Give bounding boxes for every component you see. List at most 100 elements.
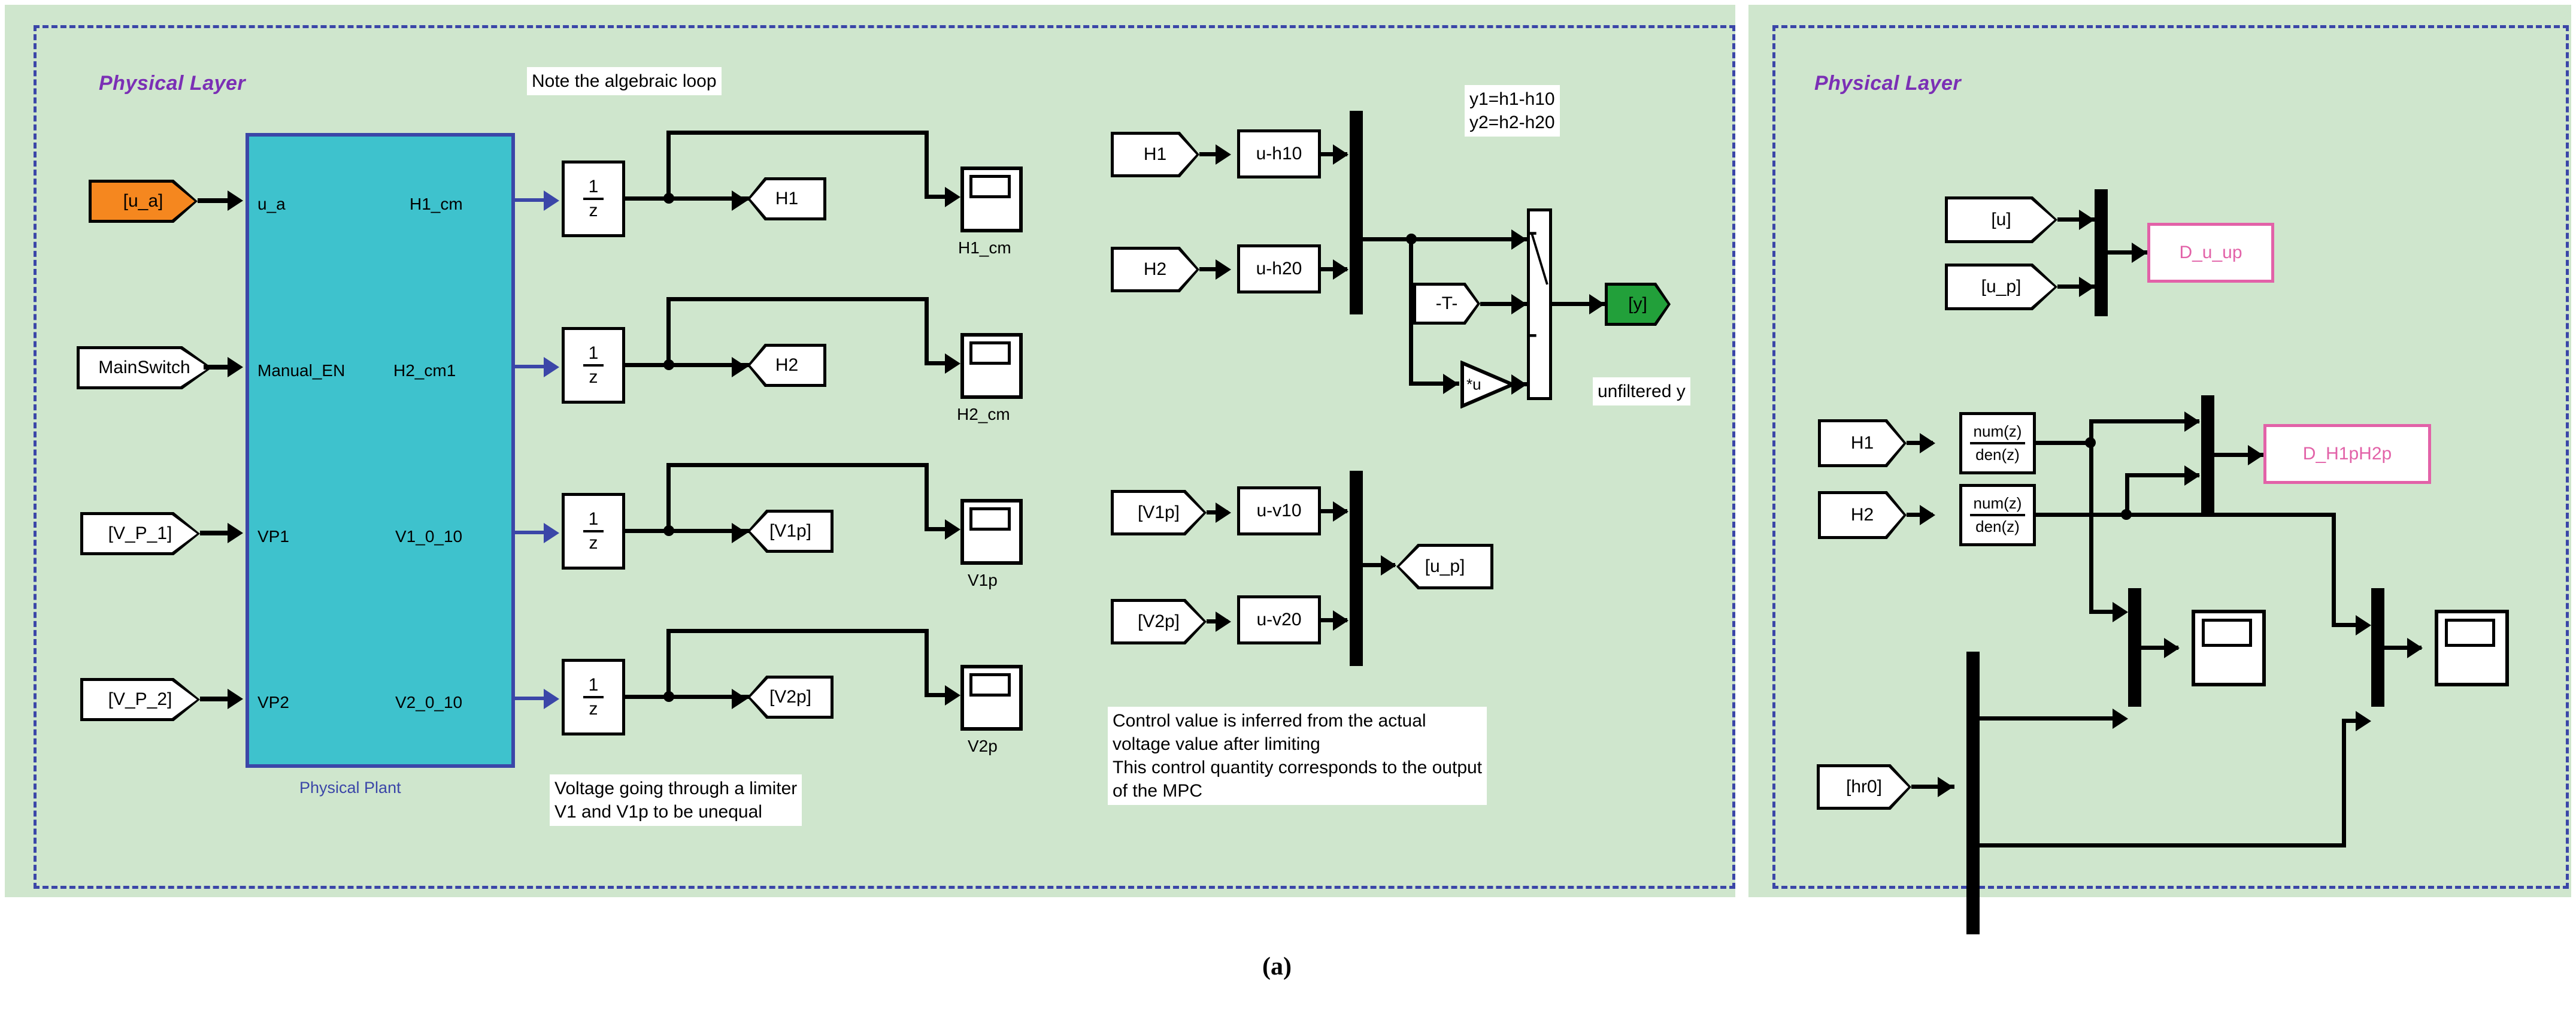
filter-block-h1-den: den(z) (1975, 446, 2020, 464)
wire-filter-h2-up (2125, 473, 2129, 515)
unit-delay-v1-den: z (589, 533, 598, 553)
scope-h2-cm[interactable] (960, 333, 1023, 399)
arrow-v1p-to-uv10 (1216, 503, 1231, 523)
wire-mux-out-h (1363, 237, 1535, 241)
wire-filter-h1-down (2089, 441, 2093, 613)
scope-h1-cm[interactable] (960, 167, 1023, 232)
mux-u-up[interactable] (2095, 189, 2108, 316)
wire-mainswitch (204, 365, 235, 370)
physical-plant-subsystem[interactable] (246, 133, 515, 768)
from-tag-v-p-1[interactable]: [V_P_1] (80, 512, 200, 555)
from-tag-v-p-2[interactable]: [V_P_2] (80, 678, 200, 721)
goto-tag-h1-label: H1 (750, 180, 823, 217)
arrow-u-a (228, 190, 243, 211)
unit-delay-v1-num: 1 (588, 509, 599, 529)
from-tag-hr0[interactable]: [hr0] (1817, 764, 1911, 810)
goto-tag-v1p[interactable]: [V1p] (747, 510, 834, 553)
arrow-switch-in3 (1511, 374, 1527, 395)
wire-mux-to-d-h1ph2p (2214, 453, 2265, 457)
arrow-hr0-branch-upper (2113, 709, 2128, 729)
scope-left-lower[interactable] (2192, 610, 2266, 686)
plant-output-port-h2-cm1: H2_cm1 (393, 361, 456, 380)
unit-delay-h2[interactable]: 1 z (562, 327, 625, 404)
plant-output-port-h1-cm: H1_cm (410, 195, 463, 213)
arrow-h1-to-uh10 (1216, 144, 1231, 165)
from-tag-mainswitch[interactable]: MainSwitch (77, 346, 212, 389)
scope-right-lower-screen (2445, 619, 2496, 647)
offset-block-u-v10[interactable]: u-v10 (1237, 486, 1321, 535)
from-tag-h2-right[interactable]: H2 (1818, 491, 1907, 539)
unit-delay-v1[interactable]: 1 z (562, 493, 625, 570)
wire-h2-feedback-across (666, 297, 929, 301)
filter-block-h2[interactable]: num(z) den(z) (1959, 484, 2036, 546)
from-tag-h2-right-label: H2 (1821, 494, 1904, 536)
plant-input-port-manual-en: Manual_EN (257, 361, 346, 380)
goto-tag-h2[interactable]: H2 (747, 344, 826, 387)
from-tag-u-p-right[interactable]: [u_p] (1945, 264, 2057, 310)
from-tag-h1-right[interactable]: H1 (1818, 419, 1907, 467)
dest-block-d-h1ph2p[interactable]: D_H1pH2p (2263, 424, 2431, 484)
dest-block-d-u-up[interactable]: D_u_up (2147, 223, 2274, 283)
mux-scope-right[interactable] (2371, 588, 2384, 707)
arrow-d-h1ph2p (2248, 445, 2263, 465)
arrow-v1-goto (732, 523, 747, 543)
mux-scope-left[interactable] (2128, 588, 2141, 707)
from-tag-v-p-2-label: [V_P_2] (83, 681, 197, 718)
scope-v2p-screen (969, 673, 1011, 697)
scope-right-lower[interactable] (2435, 610, 2509, 686)
from-tag-h2-output[interactable]: H2 (1111, 247, 1199, 292)
switch-block[interactable] (1527, 208, 1552, 400)
wire-v1-to-scope (925, 527, 956, 531)
scope-v1p[interactable] (960, 499, 1023, 565)
wire-mux-to-d-u-up (2108, 250, 2148, 255)
constant-tag-sample-time[interactable]: -T- (1413, 283, 1480, 325)
wire-h1-delay-out (625, 196, 750, 201)
arrow-u-to-mux-right (2079, 210, 2095, 230)
goto-tag-y[interactable]: [y] (1605, 283, 1671, 326)
wire-filter-h2-far-down (2332, 513, 2336, 626)
scope-h1-cm-label: H1_cm (958, 238, 1011, 257)
wire-h1-to-uh10 (1199, 152, 1226, 156)
mux-hr0-demux[interactable] (1966, 652, 1980, 934)
arrow-uh10-to-mux (1333, 144, 1348, 165)
mux-output-stage[interactable] (1350, 111, 1363, 314)
goto-tag-u-p[interactable]: [u_p] (1396, 544, 1493, 589)
goto-tag-v2p[interactable]: [V2p] (747, 676, 834, 719)
arrow-h2-to-uh20 (1216, 259, 1231, 280)
gain-block-times-u[interactable]: *u (1460, 360, 1517, 409)
scope-left-lower-screen (2202, 619, 2253, 647)
from-tag-u-a[interactable]: [u_a] (89, 180, 198, 223)
offset-block-u-v20[interactable]: u-v20 (1237, 595, 1321, 644)
scope-v2p[interactable] (960, 665, 1023, 731)
plant-output-port-v1-0-10: V1_0_10 (395, 527, 463, 546)
branch-dot-h1 (663, 193, 674, 204)
wire-v1-feedback-up (666, 463, 671, 530)
arrow-filter-h2-far-mux (2356, 615, 2371, 635)
arrow-h1-to-filter (1920, 433, 1935, 453)
offset-block-u-h10[interactable]: u-h10 (1237, 129, 1321, 178)
right-layer-title: Physical Layer (1814, 72, 1962, 95)
wire-v2-delay-out (625, 695, 750, 699)
mux-control-stage[interactable] (1350, 471, 1363, 666)
goto-tag-h1[interactable]: H1 (747, 177, 826, 220)
wire-u-to-mux-right (2057, 217, 2095, 222)
wire-plant-out-v2 (515, 697, 552, 700)
offset-block-u-h20[interactable]: u-h20 (1237, 244, 1321, 293)
filter-block-h1[interactable]: num(z) den(z) (1959, 412, 2036, 474)
wire-h2-to-uh20 (1199, 267, 1226, 271)
wire-branch-down-gain (1409, 237, 1413, 386)
from-tag-v2p-control[interactable]: [V2p] (1111, 599, 1207, 644)
gain-block-label: *u (1466, 375, 1481, 393)
unit-delay-h1[interactable]: 1 z (562, 161, 625, 237)
plant-input-port-u-a: u_a (257, 195, 286, 213)
branch-dot-h2 (663, 359, 674, 370)
from-tag-u-right[interactable]: [u] (1945, 196, 2057, 243)
mux-h1p-h2p[interactable] (2201, 395, 2214, 515)
from-tag-u-right-label: [u] (1948, 199, 2054, 240)
unit-delay-v2[interactable]: 1 z (562, 659, 625, 735)
wire-switch-to-y (1552, 302, 1611, 306)
switch-lever-icon (1530, 232, 1548, 337)
from-tag-v1p-control[interactable]: [V1p] (1111, 490, 1207, 535)
from-tag-h1-output[interactable]: H1 (1111, 132, 1199, 177)
wire-filter-h2-across (2125, 473, 2199, 477)
